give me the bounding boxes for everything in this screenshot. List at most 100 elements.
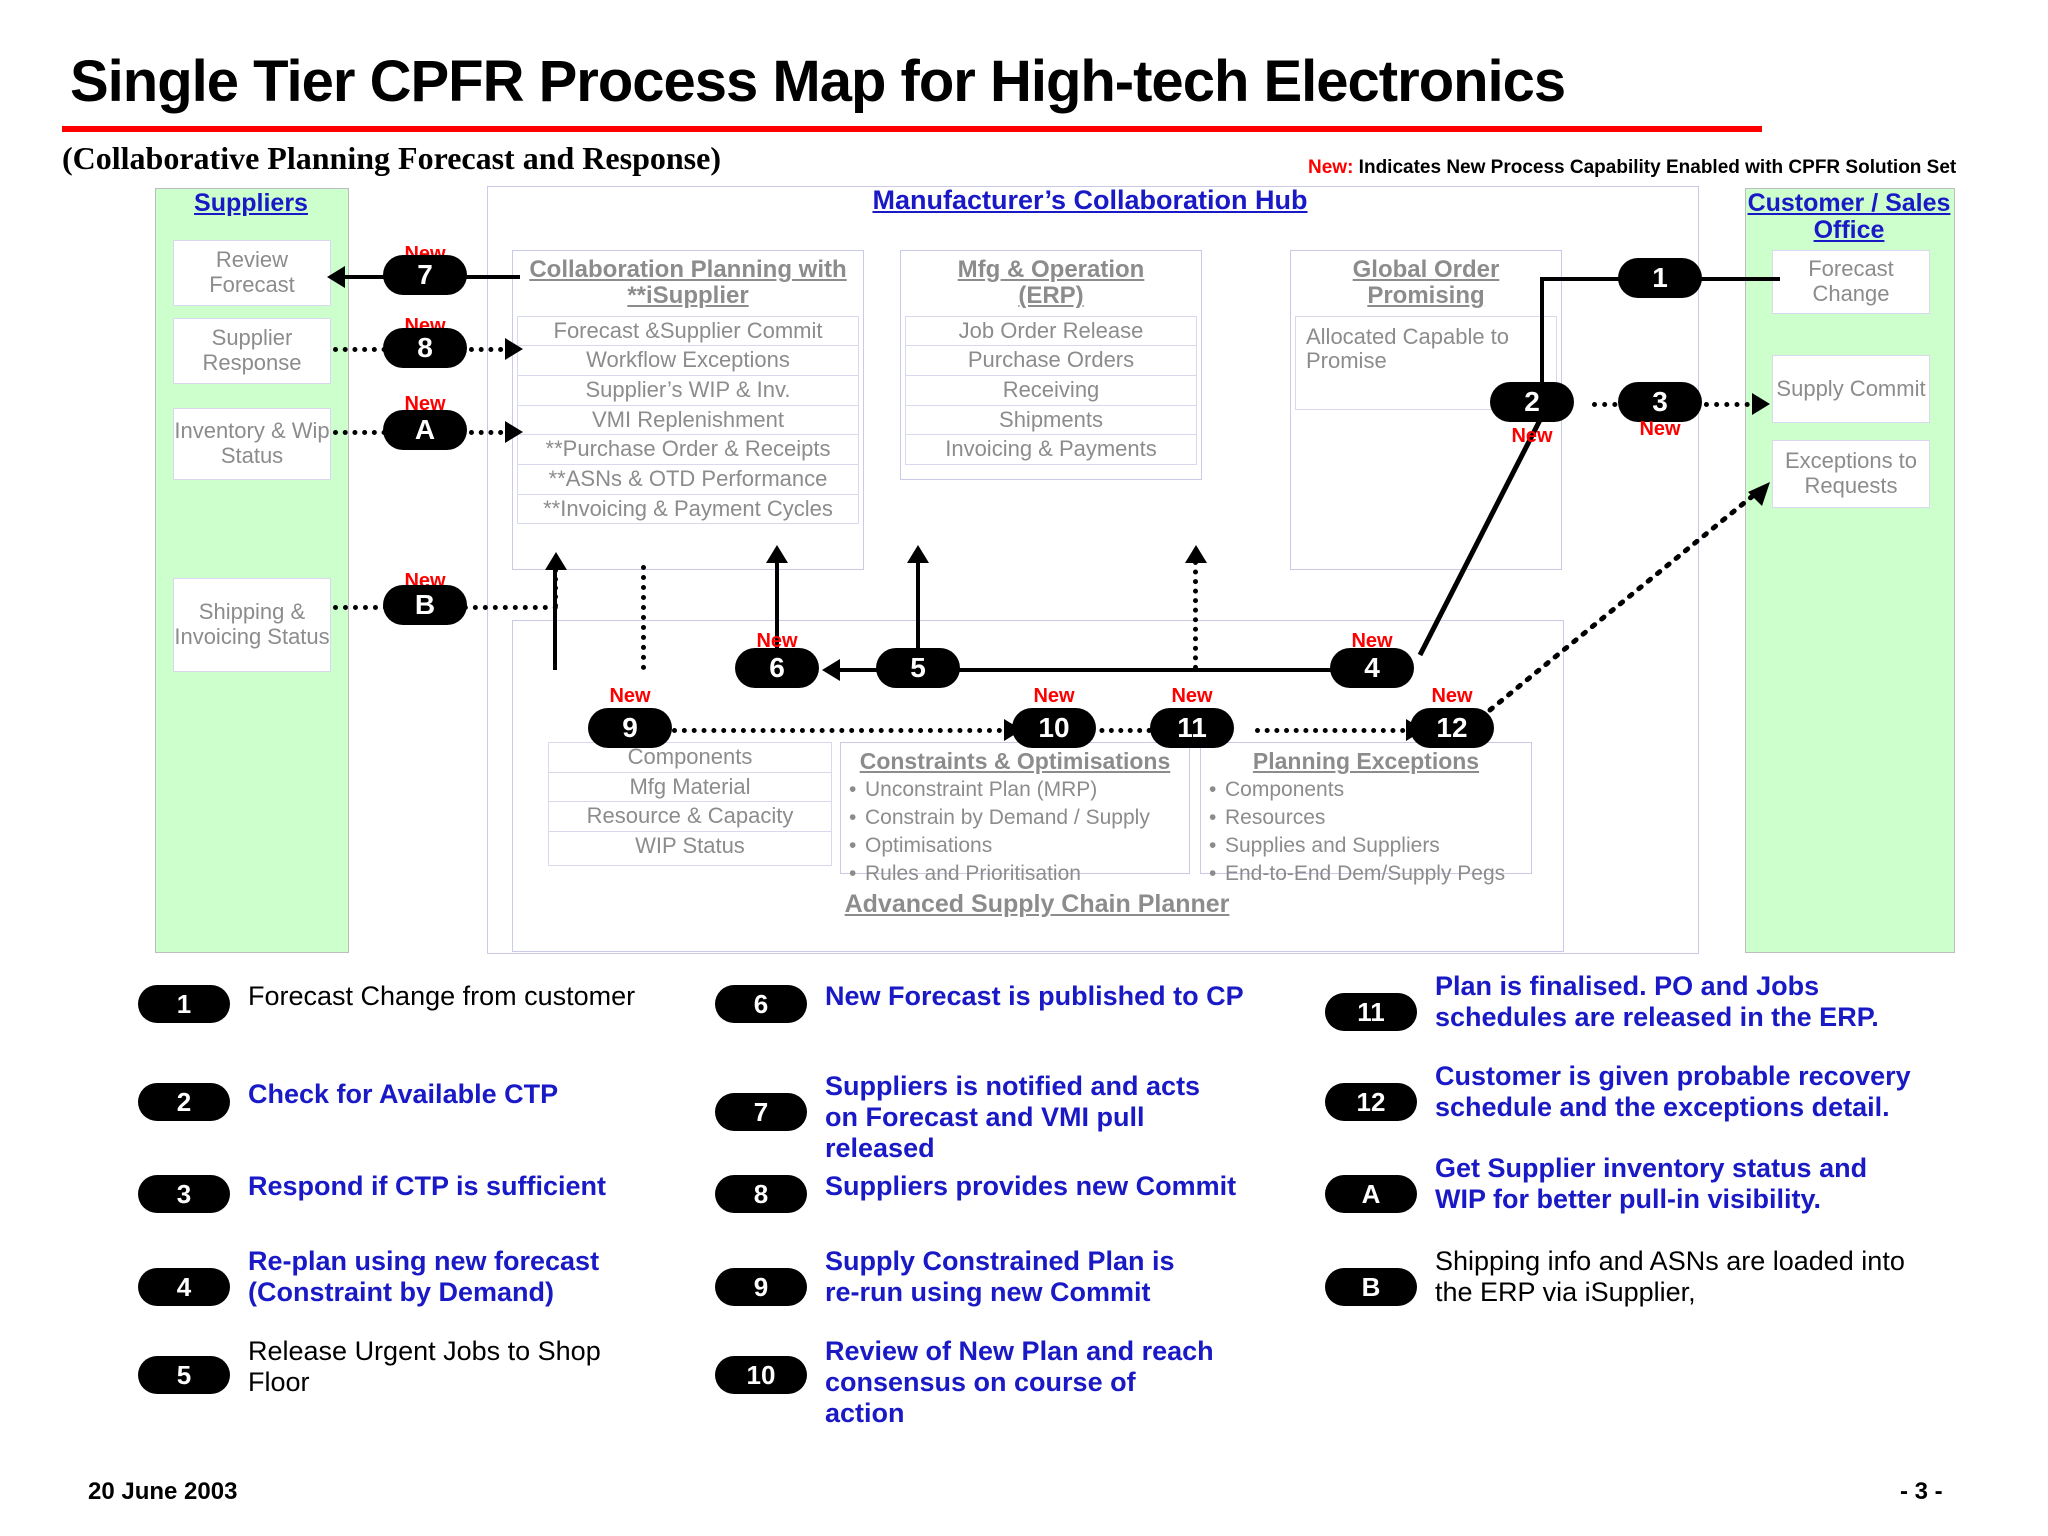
panel-mfg-operation: Mfg & Operation (ERP) Job Order Release … xyxy=(900,250,1202,480)
planner-inputs-list: Components Mfg Material Resource & Capac… xyxy=(548,742,832,866)
mfg-row: Job Order Release xyxy=(958,317,1144,343)
legend-label: Customer is given probable recovery sche… xyxy=(1435,1061,1911,1122)
legend-label: Suppliers provides new Commit xyxy=(825,1171,1237,1201)
planner-constraint-item: •Rules and Prioritisation xyxy=(849,862,1081,886)
panel-collaboration-planning: Collaboration Planning with **iSupplier … xyxy=(512,250,864,570)
collaboration-row: Forecast &Supplier Commit xyxy=(553,317,823,343)
legend-pill: 3 xyxy=(138,1175,230,1213)
planner-constraint-item: •Constrain by Demand / Supply xyxy=(849,806,1150,830)
flow-node-1[interactable]: 1 xyxy=(1618,258,1702,298)
new-tag-10: New xyxy=(1033,685,1075,707)
legend-label: Plan is finalised. PO and Jobs schedules… xyxy=(1435,971,1879,1032)
collaboration-row: Workflow Exceptions xyxy=(518,345,858,375)
flow-node-3[interactable]: 3 xyxy=(1618,382,1702,422)
planner-caption: Advanced Supply Chain Planner xyxy=(844,890,1230,918)
new-tag-A: New xyxy=(404,393,446,415)
mfg-row: Shipments xyxy=(906,404,1196,435)
riser-collab-left xyxy=(553,560,557,670)
legend-pill: 4 xyxy=(138,1268,230,1306)
planner-exception-item: •Components xyxy=(1209,778,1345,802)
planner-input-row: WIP Status xyxy=(549,830,831,861)
new-legend-text: Indicates New Process Capability Enabled… xyxy=(1353,157,1957,178)
planner-constraints-title: Constraints & Optimisations xyxy=(841,743,1189,774)
legend-pill: 12 xyxy=(1325,1083,1417,1121)
legend-pill: 1 xyxy=(138,985,230,1023)
panel-collaboration-title-line1: Collaboration Planning with xyxy=(529,256,847,283)
flow-node-7[interactable]: 7 xyxy=(383,255,467,295)
planner-input-row: Components xyxy=(627,744,753,769)
collaboration-row: VMI Replenishment xyxy=(518,404,858,435)
legend-label: Supply Constrained Plan is re-run using … xyxy=(825,1246,1175,1307)
lane-title-customer: Customer / Sales Office xyxy=(1745,190,1953,244)
riser-6-solid xyxy=(775,560,779,665)
new-tag-9: New xyxy=(609,685,651,707)
supplier-box-supplier-response: Supplier Response xyxy=(173,318,331,384)
legend-pill: B xyxy=(1325,1268,1417,1306)
footer-page-number: - 3 - xyxy=(1900,1478,1943,1505)
connector-A-arrowhead xyxy=(505,421,523,443)
new-tag-11: New xyxy=(1171,685,1213,707)
mfg-row-list: Job Order Release Purchase Orders Receiv… xyxy=(905,315,1197,465)
connector-10-to-11-line xyxy=(1090,728,1180,733)
riser-6-arrowhead xyxy=(766,545,788,563)
collaboration-row: **Purchase Order & Receipts xyxy=(518,434,858,464)
legend-pill: 5 xyxy=(138,1356,230,1394)
riser-11-dotted xyxy=(1193,560,1198,670)
planner-exception-item: •End-to-End Dem/Supply Pegs xyxy=(1209,862,1506,886)
collaboration-row: **ASNs & OTD Performance xyxy=(518,463,858,494)
connector-2-to-4 xyxy=(1417,418,1543,657)
flow-node-2[interactable]: 2 xyxy=(1490,382,1574,422)
lane-manufacturer-hub xyxy=(487,186,1699,954)
new-legend-key: New: xyxy=(1308,157,1354,178)
connector-4-to-6-line xyxy=(840,668,1370,672)
connector-3-arrowhead xyxy=(1752,393,1770,415)
flow-node-A[interactable]: A xyxy=(383,410,467,450)
planner-exceptions-title-text: Planning Exceptions xyxy=(1252,748,1480,774)
flow-node-4[interactable]: 4 xyxy=(1330,648,1414,688)
supplier-box-inventory-wip-status: Inventory & Wip Status xyxy=(173,408,331,480)
planner-constraint-item: •Unconstraint Plan (MRP) xyxy=(849,778,1098,802)
flow-node-12[interactable]: 12 xyxy=(1410,708,1494,748)
legend-pill: 10 xyxy=(715,1356,807,1394)
lane-title-suppliers: Suppliers xyxy=(194,189,308,217)
new-tag-3: New xyxy=(1639,418,1681,440)
flow-node-11[interactable]: 11 xyxy=(1150,708,1234,748)
connector-1-drop xyxy=(1540,277,1544,387)
connector-7-arrowhead xyxy=(327,266,345,288)
supplier-box-review-forecast: Review Forecast xyxy=(173,240,331,306)
gop-row: Allocated Capable to Promise xyxy=(1306,323,1510,374)
flow-node-8[interactable]: 8 xyxy=(383,328,467,368)
riser-11-arrowhead xyxy=(1185,545,1207,563)
mfg-row: Invoicing & Payments xyxy=(906,434,1196,464)
connector-12-to-exceptions xyxy=(1487,482,1770,713)
legend-pill: 8 xyxy=(715,1175,807,1213)
flow-node-9[interactable]: 9 xyxy=(588,708,672,748)
customer-box-forecast-change: Forecast Change xyxy=(1772,250,1930,314)
panel-gop-title-line1: Global Order xyxy=(1352,256,1500,283)
panel-mfg-title-line1: Mfg & Operation xyxy=(957,256,1145,283)
planner-constraints-bullets: •Unconstraint Plan (MRP) •Constrain by D… xyxy=(841,774,1189,888)
flow-node-6[interactable]: 6 xyxy=(735,648,819,688)
connector-8-arrowhead xyxy=(505,338,523,360)
mfg-row: Purchase Orders xyxy=(906,345,1196,375)
riser-6-dotted xyxy=(641,565,646,670)
legend-pill: 6 xyxy=(715,985,807,1023)
connector-1-line-right xyxy=(1690,277,1780,281)
connector-1-line-left xyxy=(1540,277,1670,281)
collaboration-row: Supplier’s WIP & Inv. xyxy=(518,375,858,405)
legend-pill: 9 xyxy=(715,1268,807,1306)
legend-pill: 7 xyxy=(715,1093,807,1131)
legend-label: Shipping info and ASNs are loaded into t… xyxy=(1435,1246,1905,1307)
planner-exception-text: End-to-End Dem/Supply Pegs xyxy=(1225,862,1506,886)
planner-exception-item: •Supplies and Suppliers xyxy=(1209,834,1440,858)
new-tag-6: New xyxy=(756,630,798,652)
planner-exceptions-panel: Planning Exceptions •Components •Resourc… xyxy=(1200,742,1532,885)
mfg-row: Receiving xyxy=(906,375,1196,405)
customer-box-exceptions-to-requests: Exceptions to Requests xyxy=(1772,440,1930,508)
flow-node-10[interactable]: 10 xyxy=(1012,708,1096,748)
legend-label: Respond if CTP is sufficient xyxy=(248,1171,607,1201)
flow-node-5[interactable]: 5 xyxy=(876,648,960,688)
flow-node-B[interactable]: B xyxy=(383,585,467,625)
planner-exception-text: Components xyxy=(1225,778,1345,802)
planner-constraints-title-text: Constraints & Optimisations xyxy=(859,748,1171,774)
